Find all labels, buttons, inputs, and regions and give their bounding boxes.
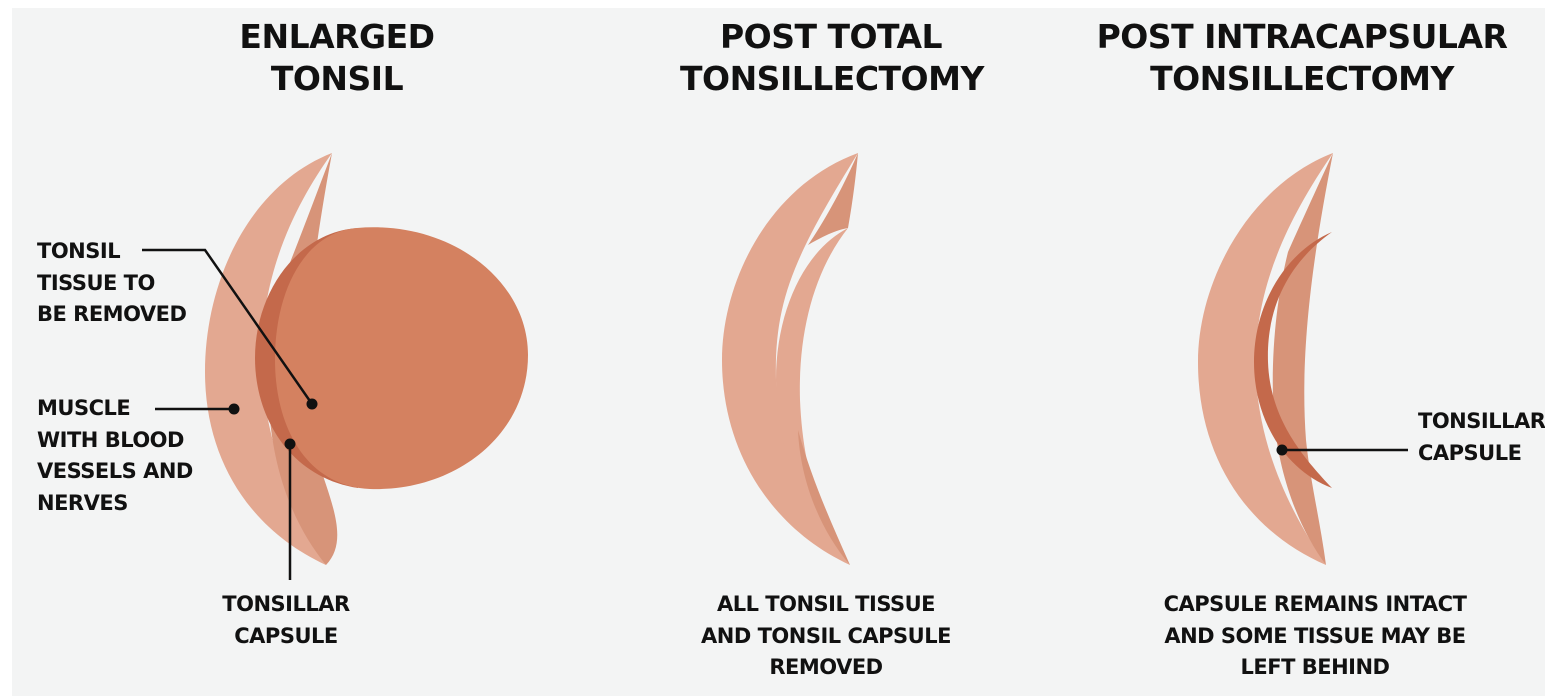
label-tonsillar-capsule: TONSILLAR CAPSULE xyxy=(200,589,372,652)
label-tonsil-tissue-to-remove: TONSIL TISSUE TO BE REMOVED xyxy=(37,236,187,331)
panel-title-post-total: POST TOTAL TONSILLECTOMY xyxy=(680,16,984,100)
muscle-layer xyxy=(205,153,332,565)
label-line: TONSIL xyxy=(37,239,121,263)
label-line: VESSELS AND xyxy=(37,459,193,483)
post-intracapsular-illustration xyxy=(1198,153,1408,565)
caption-post-intracapsular: CAPSULE REMAINS INTACT AND SOME TISSUE M… xyxy=(1130,589,1500,684)
title-line: TONSIL xyxy=(270,59,404,98)
muscle-layer-inner xyxy=(776,228,850,565)
title-line: TONSILLECTOMY xyxy=(1150,59,1454,98)
tissue-leader-line xyxy=(142,248,314,405)
muscle-layer xyxy=(1198,153,1333,565)
label-line: TONSILLAR xyxy=(1418,409,1545,433)
panel-title-post-intracapsular: POST INTRACAPSULAR TONSILLECTOMY xyxy=(1096,16,1508,100)
enlarged-tonsil-illustration xyxy=(142,153,528,580)
muscle-layer-shade xyxy=(808,153,858,245)
caption-line: AND SOME TISSUE MAY BE xyxy=(1164,623,1466,648)
caption-post-total: ALL TONSIL TISSUE AND TONSIL CAPSULE REM… xyxy=(676,589,976,684)
label-line: MUSCLE xyxy=(37,396,131,420)
muscle-leader-dot xyxy=(228,403,240,415)
label-line: CAPSULE xyxy=(234,623,338,648)
panel-title-enlarged: ENLARGED TONSIL xyxy=(237,16,437,100)
muscle-layer-shade xyxy=(1272,153,1333,565)
caption-line: CAPSULE REMAINS INTACT xyxy=(1163,592,1467,616)
caption-line: REMOVED xyxy=(769,655,883,679)
label-tonsillar-capsule-right: TONSILLAR CAPSULE xyxy=(1418,406,1545,469)
title-line: ENLARGED xyxy=(239,17,435,56)
label-line: NERVES xyxy=(37,490,128,515)
capsule-leader-dot xyxy=(1276,444,1288,456)
title-line: TONSILLECTOMY xyxy=(680,59,984,98)
caption-line: ALL TONSIL TISSUE xyxy=(716,592,936,616)
retained-tonsillar-capsule xyxy=(1254,232,1332,488)
label-line: TISSUE TO xyxy=(37,270,155,295)
label-line: CAPSULE xyxy=(1418,440,1522,465)
label-line: WITH BLOOD xyxy=(37,427,184,452)
label-line: TONSILLAR xyxy=(222,592,350,616)
capsule-leader-dot xyxy=(284,438,296,450)
title-line: POST TOTAL xyxy=(719,17,943,56)
label-muscle: MUSCLE WITH BLOOD VESSELS AND NERVES xyxy=(37,393,193,519)
caption-line: LEFT BEHIND xyxy=(1240,655,1390,679)
muscle-layer xyxy=(722,153,858,565)
tissue-leader-dot xyxy=(306,398,318,410)
title-line: POST INTRACAPSULAR xyxy=(1096,17,1508,56)
caption-line: AND TONSIL CAPSULE xyxy=(701,623,951,648)
enlarged-tonsil-tissue xyxy=(275,227,528,490)
label-line: BE REMOVED xyxy=(37,302,187,326)
post-total-illustration xyxy=(722,153,858,565)
